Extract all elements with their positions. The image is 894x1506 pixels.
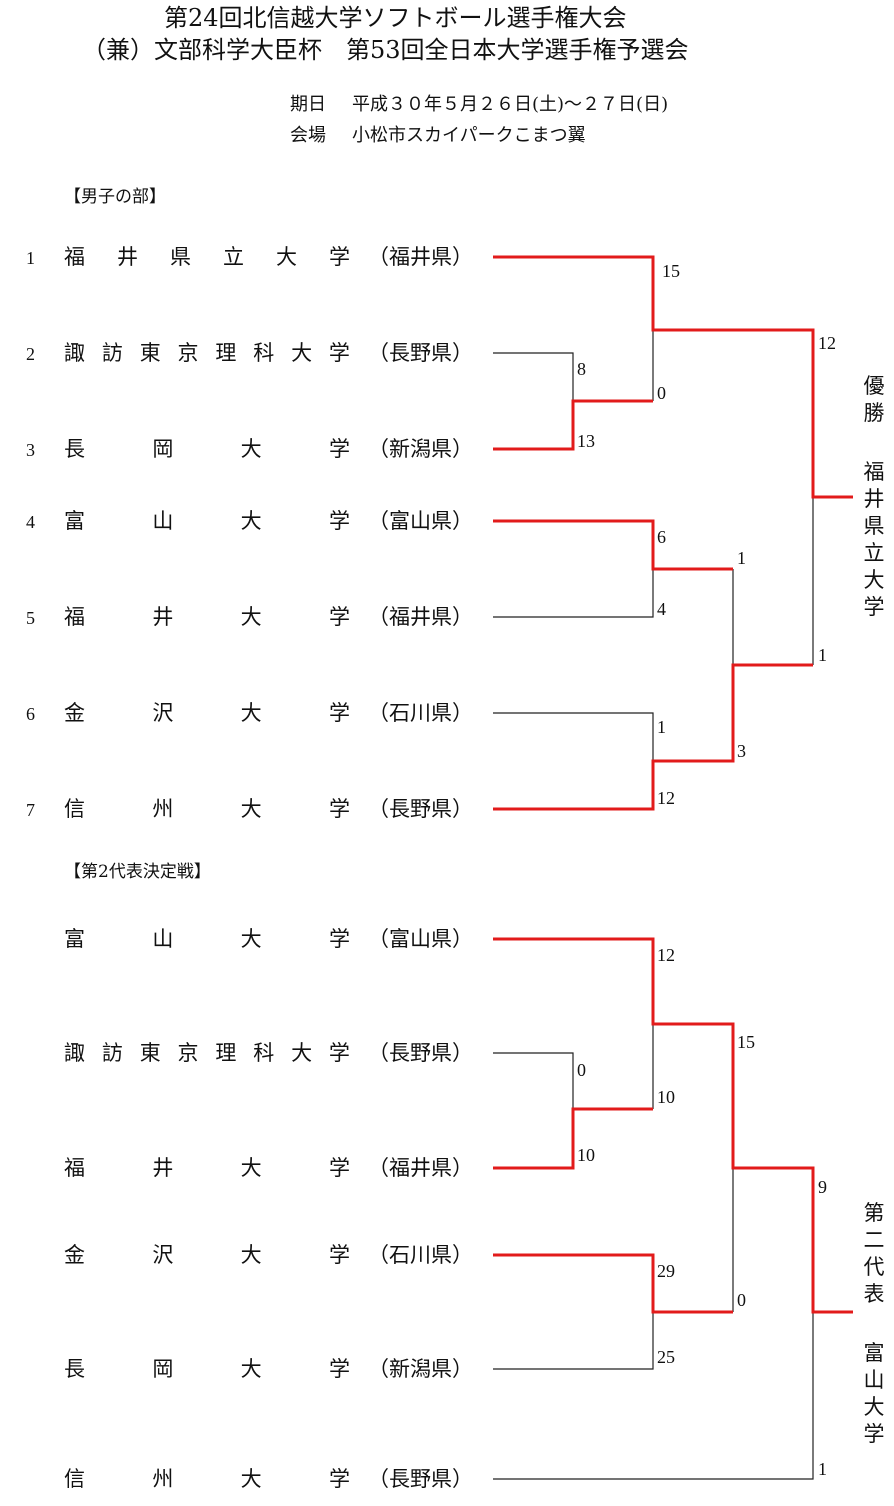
team-name: 長岡大学 [64, 1357, 350, 1381]
score-label: 1 [818, 1459, 827, 1479]
team-name: 福井大学 [64, 605, 350, 629]
section-title-second-rep: 【第2代表決定戦】 [64, 862, 211, 882]
score-label: 0 [577, 1060, 586, 1080]
score-label: 13 [577, 431, 595, 451]
score-label: 8 [577, 359, 586, 379]
team-number: 1 [26, 248, 35, 268]
line-team5 [493, 569, 654, 618]
team-prefecture: （長野県） [368, 1041, 473, 1065]
line-s2-team5 [493, 1312, 654, 1370]
s2-win-path-team1 [493, 937, 853, 1314]
team-prefecture: （石川県） [368, 701, 473, 725]
s2-win-path-team3 [493, 1107, 653, 1170]
team-prefecture: （石川県） [368, 1243, 473, 1267]
score-label: 25 [657, 1347, 675, 1367]
team-name: 富山大学 [64, 509, 350, 533]
team-prefecture: （福井県） [368, 1156, 473, 1180]
line-team2 [493, 352, 574, 401]
date-value: 平成３０年５月２６日(土)～２７日(日) [352, 94, 669, 115]
team-name: 金沢大学 [64, 1243, 350, 1267]
team-number: 3 [26, 440, 35, 460]
loss-lines [493, 330, 814, 1480]
score-label: 0 [657, 383, 666, 403]
score-label: 15 [662, 261, 680, 281]
team-name: 富山大学 [64, 927, 350, 951]
score-label: 12 [657, 945, 675, 965]
team-number: 5 [26, 608, 35, 628]
venue-value: 小松市スカイパークこまつ翼 [352, 125, 586, 146]
team-number: 6 [26, 704, 35, 724]
team-prefecture: （新潟県） [368, 437, 473, 461]
line-s2-team6 [493, 1312, 814, 1480]
team-prefecture: （福井県） [368, 605, 473, 629]
win-path-team7 [493, 663, 813, 811]
score-label: 6 [657, 527, 666, 547]
team-name: 福井県立大学 [64, 245, 350, 269]
team-prefecture: （長野県） [368, 1467, 473, 1491]
score-label: 15 [737, 1032, 755, 1052]
venue-label: 会場 [290, 125, 326, 146]
team-name: 金沢大学 [64, 701, 350, 725]
team-prefecture: （福井県） [368, 245, 473, 269]
team-name: 信州大学 [64, 797, 350, 821]
score-label: 9 [818, 1177, 827, 1197]
team-number: 7 [26, 800, 35, 820]
team-prefecture: （新潟県） [368, 1357, 473, 1381]
win-path-team1 [493, 255, 853, 499]
score-label: 0 [737, 1290, 746, 1310]
team-name: 長岡大学 [64, 437, 350, 461]
team-number: 4 [26, 512, 35, 532]
win-path-team4 [493, 519, 733, 571]
section-title-mens: 【男子の部】 [64, 187, 166, 207]
winner-label: 優勝 [863, 374, 885, 425]
title-line-2: （兼）文部科学大臣杯 第53回全日本大学選手権予選会 [82, 36, 689, 64]
win-lines [493, 255, 853, 1314]
team-name: 福井大学 [64, 1156, 350, 1180]
line-s2-team2 [493, 1052, 574, 1109]
team-name: 信州大学 [64, 1467, 350, 1491]
score-label: 29 [657, 1261, 675, 1281]
line-team6 [493, 712, 654, 761]
second-rep-label: 第二代表 [863, 1201, 885, 1306]
title-line-1: 第24回北信越大学ソフトボール選手権大会 [164, 4, 627, 32]
date-label: 期日 [290, 94, 326, 115]
team-name: 諏訪東京理科大学 [64, 341, 350, 365]
team-prefecture: （長野県） [368, 797, 473, 821]
team-name: 諏訪東京理科大学 [64, 1041, 350, 1065]
team-number: 2 [26, 344, 35, 364]
second-rep-team: 富山大学 [863, 1341, 885, 1446]
score-label: 12 [818, 333, 836, 353]
score-label: 1 [657, 717, 666, 737]
score-label: 4 [657, 599, 666, 619]
score-label: 3 [737, 741, 746, 761]
score-label: 12 [657, 788, 675, 808]
team-prefecture: （長野県） [368, 341, 473, 365]
team-prefecture: （富山県） [368, 927, 473, 951]
score-label: 10 [657, 1087, 675, 1107]
score-label: 1 [737, 548, 746, 568]
score-label: 1 [818, 645, 827, 665]
team-prefecture: （富山県） [368, 509, 473, 533]
s2-win-path-team4 [493, 1253, 733, 1314]
score-label: 10 [577, 1145, 595, 1165]
win-path-team3 [493, 399, 653, 451]
winner-team: 福井県立大学 [863, 460, 885, 619]
